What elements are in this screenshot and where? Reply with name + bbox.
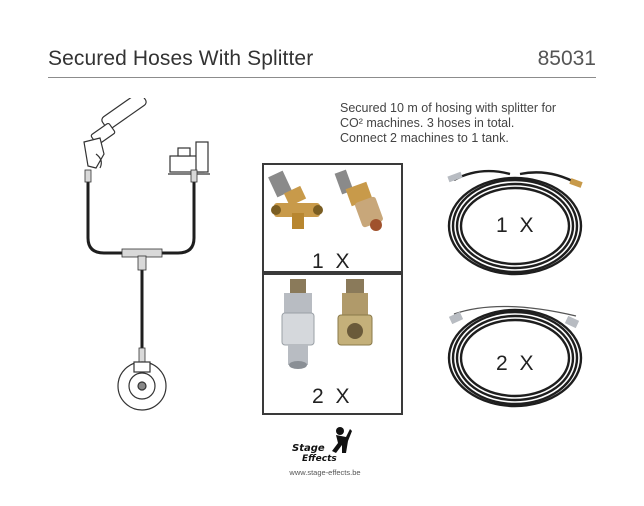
performer-icon	[332, 427, 352, 453]
description-line-2: CO² machines. 3 hoses in total.	[340, 116, 515, 130]
double-hose-quantity: 2 X	[496, 352, 537, 375]
splitter-parts-panel: 1 X	[262, 163, 403, 273]
diagram-hoses	[86, 176, 196, 350]
diagram-fittings	[84, 169, 198, 363]
product-code: 85031	[537, 47, 596, 70]
co2-gun-icon	[83, 98, 147, 169]
connection-diagram	[83, 98, 210, 411]
logo-text-stage: Stage	[292, 443, 325, 454]
header-divider	[48, 77, 596, 78]
page-title: Secured Hoses With Splitter	[48, 47, 314, 70]
hose-coil-icon	[447, 169, 583, 276]
description-line-1: Secured 10 m of hosing with splitter for	[340, 101, 557, 115]
connector-fitting-icon	[334, 169, 383, 231]
description-line-3: Connect 2 machines to 1 tank.	[340, 131, 509, 145]
quick-coupling-icon	[281, 279, 315, 369]
stage-effects-logo: Stage Effects	[292, 427, 352, 464]
coupling-parts-panel: 2 X	[262, 273, 403, 415]
website-link[interactable]: www.stage-effects.be	[289, 468, 361, 477]
nut-fitting-icon	[337, 279, 373, 346]
splitter-quantity: 1 X	[312, 250, 353, 273]
single-hose-image	[447, 169, 583, 276]
co2-tank-icon	[117, 361, 167, 411]
coupling-parts-image	[281, 279, 373, 369]
hose-coil-icon-2	[447, 305, 583, 408]
coupling-quantity: 2 X	[312, 385, 353, 408]
logo-text-effects: Effects	[302, 454, 337, 464]
single-hose-quantity: 1 X	[496, 214, 537, 237]
splitter-parts-image	[268, 169, 383, 231]
product-description: Secured 10 m of hosing with splitter for…	[340, 101, 610, 146]
splitter-tee-icon	[268, 170, 323, 229]
co2-machine-icon	[168, 141, 210, 175]
double-hose-image	[447, 305, 583, 408]
